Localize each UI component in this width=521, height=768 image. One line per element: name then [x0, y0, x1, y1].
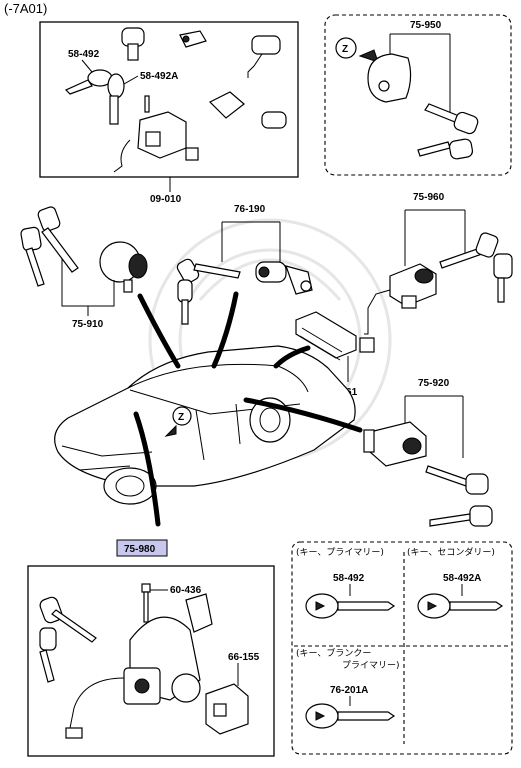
door-lock-cylinder-75-950: [367, 53, 412, 103]
callout-arrows: [133, 291, 363, 527]
legend-blank-line2: プライマリー): [342, 660, 400, 671]
label-76-190: 76-190: [234, 204, 266, 215]
trunk-lock-cylinder-76-190: [255, 261, 313, 295]
header-code: (-7A01): [4, 1, 47, 16]
highlight-75-980: [116, 539, 168, 557]
keys-legend-box: [291, 541, 513, 755]
label-75-950: 75-950: [410, 20, 442, 31]
label-60-436: 60-436: [170, 585, 202, 596]
label-58-492-top: 58-492: [68, 49, 100, 60]
label-58-492A-top: 58-492A: [140, 71, 178, 82]
keys-76-190: [176, 258, 241, 325]
svg-text:Z: Z: [178, 412, 184, 423]
keys-75-910: [20, 206, 79, 287]
label-09-010: 09-010: [150, 194, 182, 205]
lock-cylinder-75-910: [99, 241, 148, 293]
z-view-marker-top: Z: [335, 37, 379, 63]
box-09-010: [39, 21, 299, 178]
z-view-marker-car: Z: [164, 406, 192, 437]
legend-primary: (キー、プライマリー): [296, 547, 384, 558]
label-75-920: 75-920: [418, 378, 450, 389]
bracket-58-961: [295, 311, 375, 361]
label-76-201A: 76-201A: [330, 685, 368, 696]
legend-secondary: (キー、セコンダリー): [407, 546, 495, 558]
door-lock-cylinder-75-920: [363, 421, 427, 467]
box-75-980: [27, 565, 275, 757]
keys-75-950: [417, 103, 479, 160]
label-58-492-key: 58-492: [333, 573, 365, 584]
keys-75-960: [439, 232, 513, 303]
key-58-492: [305, 593, 396, 619]
label-66-155: 66-155: [228, 652, 260, 663]
legend-blank-line1: (キー、ブランクー: [296, 647, 371, 659]
car-body: [54, 345, 356, 505]
label-75-910: 75-910: [72, 319, 104, 330]
kit-parts-09-010: [64, 27, 287, 173]
box-75-950: [324, 14, 512, 176]
key-76-201A: [305, 703, 396, 729]
key-58-492A: [417, 593, 504, 619]
keys-75-920: [425, 465, 493, 527]
label-75-960: 75-960: [413, 192, 445, 203]
label-75-980[interactable]: 75-980: [124, 544, 156, 555]
switch-66-155: [205, 683, 249, 735]
lock-cylinder-75-960: [364, 263, 437, 335]
svg-text:Z: Z: [342, 44, 348, 55]
ignition-lock-assembly-75-980: [39, 583, 213, 739]
label-58-492A-key: 58-492A: [443, 573, 481, 584]
